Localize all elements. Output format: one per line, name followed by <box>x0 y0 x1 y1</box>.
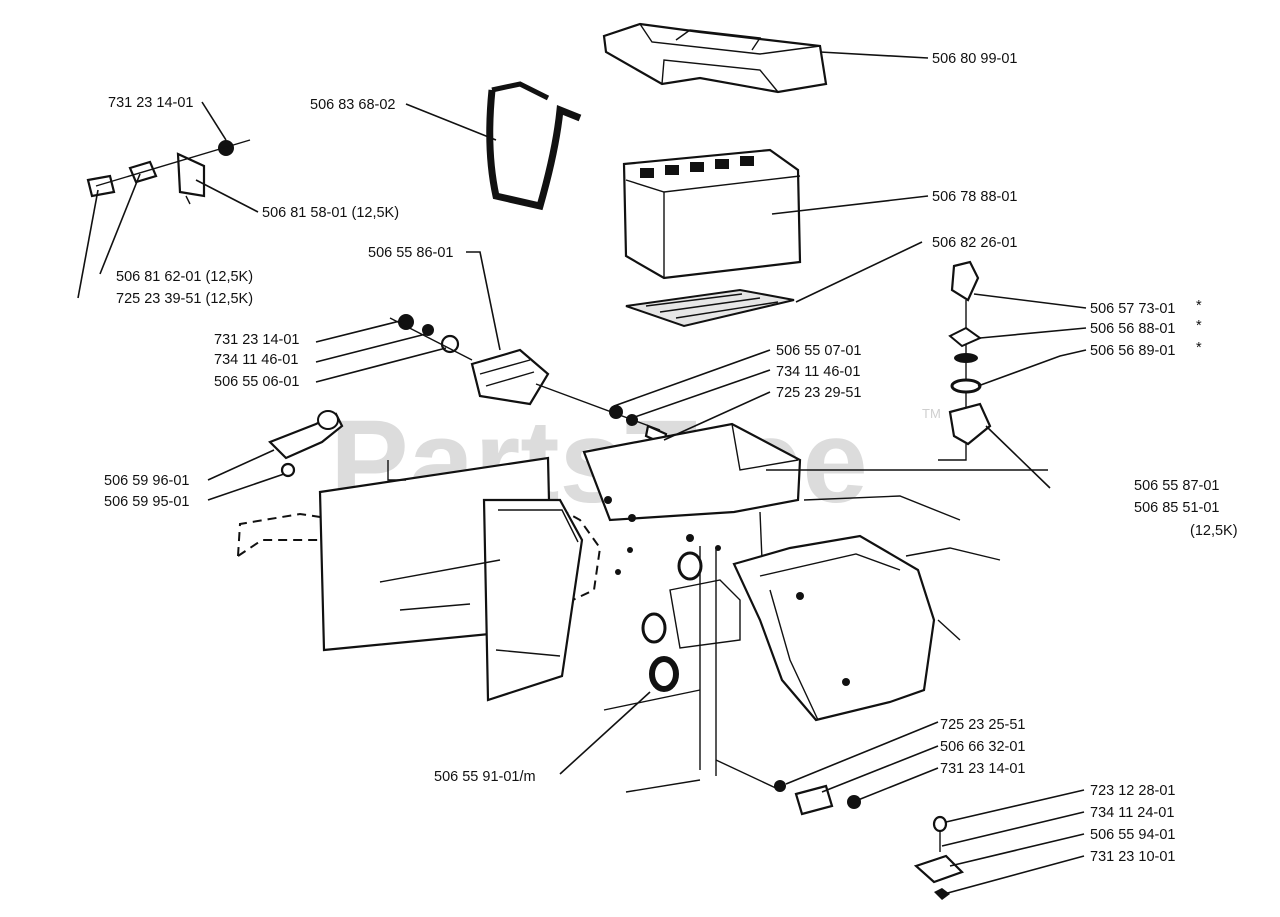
label-506-82-26-01: 506 82 26-01 <box>932 235 1017 251</box>
battery-part <box>622 148 802 280</box>
label-731-23-14-01-top: 731 23 14-01 <box>108 95 193 111</box>
label-731-23-14-01-mid: 731 23 14-01 <box>214 332 299 348</box>
star-marker: * <box>1196 340 1202 356</box>
label-506-55-07-01: 506 55 07-01 <box>776 343 861 359</box>
label-506-57-73-01: 506 57 73-01 <box>1090 301 1175 317</box>
label-734-11-24-01: 734 11 24-01 <box>1090 805 1174 821</box>
dash-panel <box>318 422 802 702</box>
label-731-23-14-01-bottom: 731 23 14-01 <box>940 761 1025 777</box>
star-marker: * <box>1196 318 1202 334</box>
star-marker: * <box>1196 298 1202 314</box>
ignition-switch-part <box>938 260 992 461</box>
bracket-part <box>774 780 861 816</box>
fender-part <box>732 534 936 722</box>
grommet-part <box>641 534 721 692</box>
label-731-23-10-01: 731 23 10-01 <box>1090 849 1175 865</box>
label-725-23-29-51: 725 23 29-51 <box>776 385 861 401</box>
battery-mat-part <box>625 288 795 328</box>
part-labels: 506 80 99-01 731 23 14-01 506 83 68-02 5… <box>104 51 1238 865</box>
label-723-12-28-01: 723 12 28-01 <box>1090 783 1175 799</box>
label-506-55-86-01: 506 55 86-01 <box>368 245 453 261</box>
label-506-80-99-01: 506 80 99-01 <box>932 51 1017 67</box>
label-506-81-62-01: 506 81 62-01 (12,5K) <box>116 269 253 285</box>
label-506-56-88-01: 506 56 88-01 <box>1090 321 1175 337</box>
battery-strap-part <box>486 81 582 211</box>
fuse-holder-part <box>86 139 251 205</box>
label-506-78-88-01: 506 78 88-01 <box>932 189 1017 205</box>
leader-lines <box>77 51 1087 895</box>
solenoid-part <box>389 314 668 446</box>
label-725-23-39-51: 725 23 39-51 (12,5K) <box>116 291 253 307</box>
label-734-11-46-01-left: 734 11 46-01 <box>214 352 298 368</box>
frame-lines <box>379 469 1048 793</box>
label-506-59-96-01: 506 59 96-01 <box>104 473 189 489</box>
label-506-55-91-01: 506 55 91-01/m <box>434 769 536 785</box>
label-12-5k-note: (12,5K) <box>1190 523 1238 539</box>
label-506-59-95-01: 506 59 95-01 <box>104 494 189 510</box>
label-506-56-89-01: 506 56 89-01 <box>1090 343 1175 359</box>
watermark-trademark: TM <box>922 406 941 421</box>
label-506-83-68-02: 506 83 68-02 <box>310 97 395 113</box>
label-506-85-51-01: 506 85 51-01 <box>1134 500 1219 516</box>
battery-cover-part <box>602 22 828 94</box>
label-506-81-58-01: 506 81 58-01 (12,5K) <box>262 205 399 221</box>
label-725-23-25-51: 725 23 25-51 <box>940 717 1025 733</box>
label-506-55-94-01: 506 55 94-01 <box>1090 827 1175 843</box>
lever-part <box>268 410 344 478</box>
label-734-11-46-01-right: 734 11 46-01 <box>776 364 860 380</box>
label-506-55-87-01: 506 55 87-01 <box>1134 478 1219 494</box>
latch-part <box>913 815 965 900</box>
label-506-55-06-01: 506 55 06-01 <box>214 374 299 390</box>
label-506-66-32-01: 506 66 32-01 <box>940 739 1025 755</box>
